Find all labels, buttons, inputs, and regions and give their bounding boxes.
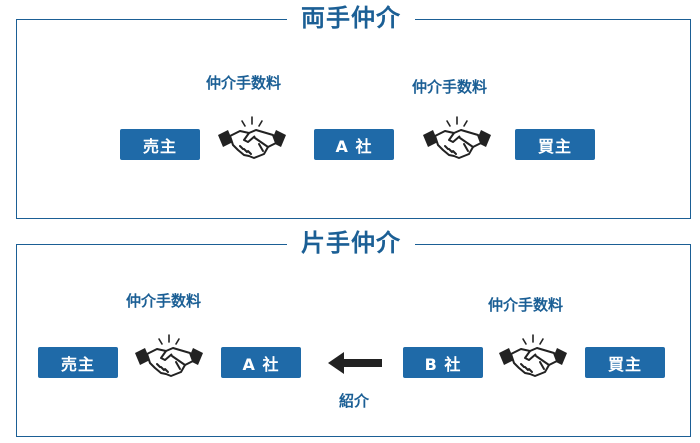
agent-b-box: B 社: [403, 347, 483, 378]
agent-a-box: A 社: [221, 347, 301, 378]
fee-label-left: 仲介手数料: [206, 74, 282, 92]
handshake-icon: [497, 329, 569, 381]
handshake-icon: [216, 111, 288, 163]
seller-box: 売主: [38, 347, 118, 378]
seller-box: 売主: [120, 129, 200, 160]
fee-label-right: 仲介手数料: [488, 296, 564, 314]
handshake-icon: [421, 111, 493, 163]
single-agency-title: 片手仲介: [287, 229, 415, 257]
agent-a-box: A 社: [314, 129, 394, 160]
dual-agency-panel: 両手仲介: [16, 4, 691, 219]
single-agency-panel: 片手仲介: [16, 229, 691, 437]
dual-agency-title: 両手仲介: [287, 4, 415, 32]
arrow-left-icon: [328, 352, 382, 374]
buyer-box: 買主: [585, 347, 665, 378]
handshake-icon: [133, 329, 205, 381]
fee-label-left: 仲介手数料: [126, 292, 202, 310]
referral-label: 紹介: [339, 392, 370, 410]
buyer-box: 買主: [515, 129, 595, 160]
fee-label-right: 仲介手数料: [412, 78, 488, 96]
